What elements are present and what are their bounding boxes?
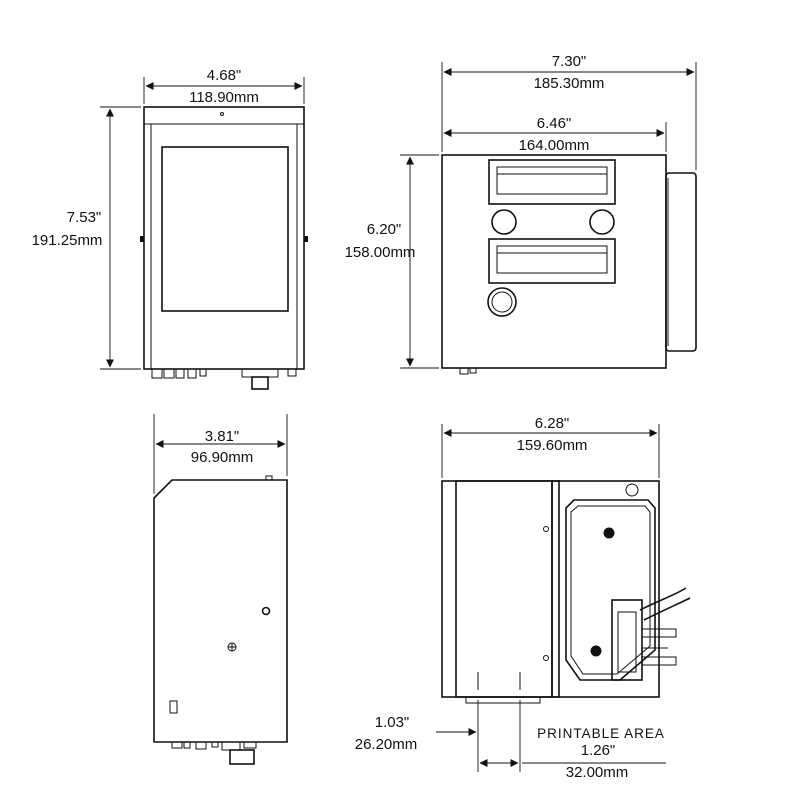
side-view: 3.81" 96.90mm	[153, 414, 288, 765]
rear-body-width-in-label: 6.46"	[537, 115, 572, 132]
front-height-mm-label: 191.25mm	[32, 232, 103, 249]
rear-height-dimension	[400, 154, 439, 369]
side-view-body	[153, 479, 288, 743]
printable-area-dimension	[479, 700, 521, 772]
front-height-dimension	[100, 106, 141, 370]
bottom-view-top-hole-icon	[625, 483, 639, 497]
side-view-top-tab	[265, 475, 273, 481]
rear-overall-width-mm-label: 185.30mm	[534, 75, 605, 92]
side-width-in-label: 3.81"	[205, 428, 240, 445]
rear-view-left-knob-icon	[491, 209, 517, 235]
rear-view-side-box	[665, 172, 697, 352]
bottom-view-bottom-details	[465, 672, 541, 704]
rear-view-upper-slot	[488, 159, 616, 205]
bottom-view-inner-panel	[455, 480, 553, 698]
front-view-screen	[161, 146, 289, 312]
rear-height-in-label: 6.20"	[367, 221, 402, 238]
bottom-offset-dimension	[436, 700, 479, 772]
printable-area-in-label: 1.26"	[581, 742, 616, 759]
bottom-width-dimension	[441, 424, 660, 478]
rear-body-width-dimension	[443, 122, 667, 152]
bottom-view-cartridge-hole-top-icon	[603, 527, 615, 539]
bottom-view-cartridge-inner	[570, 505, 651, 675]
printable-area-mm-label: 32.00mm	[566, 764, 629, 781]
rear-view-right-knob-icon	[589, 209, 615, 235]
bottom-view-left-body	[441, 480, 560, 698]
rear-view-feet	[459, 367, 477, 375]
bottom-view-cartridge-hole-bottom-icon	[590, 645, 602, 657]
front-view-top-screw-icon	[220, 112, 224, 116]
front-width-mm-label: 118.90mm	[189, 89, 259, 106]
bottom-offset-mm-label: 26.20mm	[355, 736, 418, 753]
bottom-offset-in-label: 1.03"	[375, 714, 410, 731]
front-width-dimension	[143, 77, 305, 104]
bottom-view-screw-top-icon	[543, 526, 549, 532]
rear-view-bottom-knob-icon	[487, 287, 517, 317]
rear-view-lower-slot	[488, 238, 616, 284]
front-view-right-nub	[304, 236, 308, 242]
side-view-screw-icon	[261, 606, 271, 616]
printable-area-label: PRINTABLE AREA	[537, 726, 665, 741]
rear-view-body	[441, 154, 667, 369]
rear-overall-width-dimension	[441, 62, 697, 170]
rear-view-bottom-knob-inner-icon	[491, 291, 513, 313]
rear-height-mm-label: 158.00mm	[345, 244, 416, 261]
side-width-dimension	[153, 414, 288, 494]
front-view-left-nub	[140, 236, 144, 242]
side-view-connectors	[171, 741, 257, 765]
front-view-connectors	[151, 368, 297, 390]
bottom-width-mm-label: 159.60mm	[517, 437, 588, 454]
front-view: 4.68" 118.90mm 7.53" 191.25mm	[32, 67, 308, 390]
side-view-small-window	[169, 700, 178, 714]
front-width-in-label: 4.68"	[207, 67, 242, 84]
rear-view: 7.30" 185.30mm 6.46" 164.00mm 6.20" 158.…	[345, 53, 697, 375]
rear-body-width-mm-label: 164.00mm	[519, 137, 590, 154]
bottom-view: 6.28" 159.60mm 1.03" 26.20mm PRINTABLE A…	[355, 415, 691, 781]
bottom-view-screw-bottom-icon	[543, 655, 549, 661]
side-width-mm-label: 96.90mm	[191, 449, 254, 466]
front-height-in-label: 7.53"	[67, 209, 102, 226]
bottom-view-cable	[611, 587, 691, 681]
bottom-view-right-body	[551, 480, 660, 698]
rear-overall-width-in-label: 7.30"	[552, 53, 587, 70]
bottom-width-in-label: 6.28"	[535, 415, 570, 432]
